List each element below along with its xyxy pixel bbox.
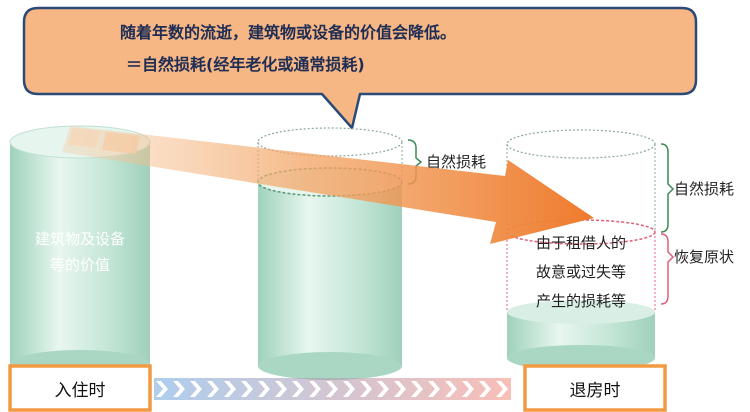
right-upper-bracket-label: 自然损耗 [674, 180, 734, 198]
timeline-chevron [394, 381, 406, 397]
cylinder-right-label-3: 产生的损耗等 [536, 292, 626, 310]
timeline-chevron [411, 381, 423, 397]
middle-bracket-label: 自然损耗 [426, 153, 486, 171]
timeline-chevron [309, 381, 321, 397]
cylinder-right-label-2: 故意或过失等 [536, 263, 626, 281]
timeline-chevron [428, 381, 440, 397]
timeline-chevrons [154, 378, 511, 400]
timeline-chevron [479, 381, 491, 397]
move-in-label: 入住时 [55, 381, 106, 401]
timeline-chevron [156, 381, 168, 397]
timeline-chevron [377, 381, 389, 397]
move-out-box [523, 364, 667, 412]
timeline-chevron [445, 381, 457, 397]
callout-bubble: 随着年数的流逝，建筑物或设备的价值会降低。 ＝自然损耗(经年老化或通常损耗) [22, 6, 698, 130]
timeline-chevron [224, 381, 236, 397]
timeline-chevron [292, 381, 304, 397]
timeline-chevron [360, 381, 372, 397]
timeline-chevron [275, 381, 287, 397]
cylinder-left-label-1: 建筑物及设备 [35, 230, 125, 248]
timeline-chevron [190, 381, 202, 397]
timeline-chevron [173, 381, 185, 397]
callout-line-2: ＝自然损耗(经年老化或通常损耗) [126, 55, 365, 74]
timeline-chevron [343, 381, 355, 397]
cylinder-full-value: 建筑物及设备 等的价值 [9, 125, 151, 378]
timeline-chevron [462, 381, 474, 397]
timeline: 入住时 退房时 [8, 364, 667, 412]
right-lower-bracket-label: 恢复原状 [674, 248, 734, 266]
timeline-chevron [496, 381, 508, 397]
right-lower-bracket [660, 233, 675, 305]
callout-line-1: 随着年数的流逝，建筑物或设备的价值会降低。 [120, 23, 456, 42]
timeline-chevron [207, 381, 219, 397]
timeline-chevron [326, 381, 338, 397]
cylinder-left-label-2: 等的价值 [50, 256, 110, 274]
cylinder-moveout-value: 由于租借人的 故意或过失等 产生的损耗等 自然损耗 恢复原状 [506, 129, 734, 371]
timeline-chevron [258, 381, 270, 397]
timeline-chevron [241, 381, 253, 397]
cylinder-right-label-1: 由于租借人的 [536, 234, 626, 252]
move-in-box [8, 364, 152, 412]
depreciation-arrow [62, 126, 594, 244]
right-upper-bracket [660, 143, 675, 233]
move-out-label: 退房时 [570, 381, 621, 401]
